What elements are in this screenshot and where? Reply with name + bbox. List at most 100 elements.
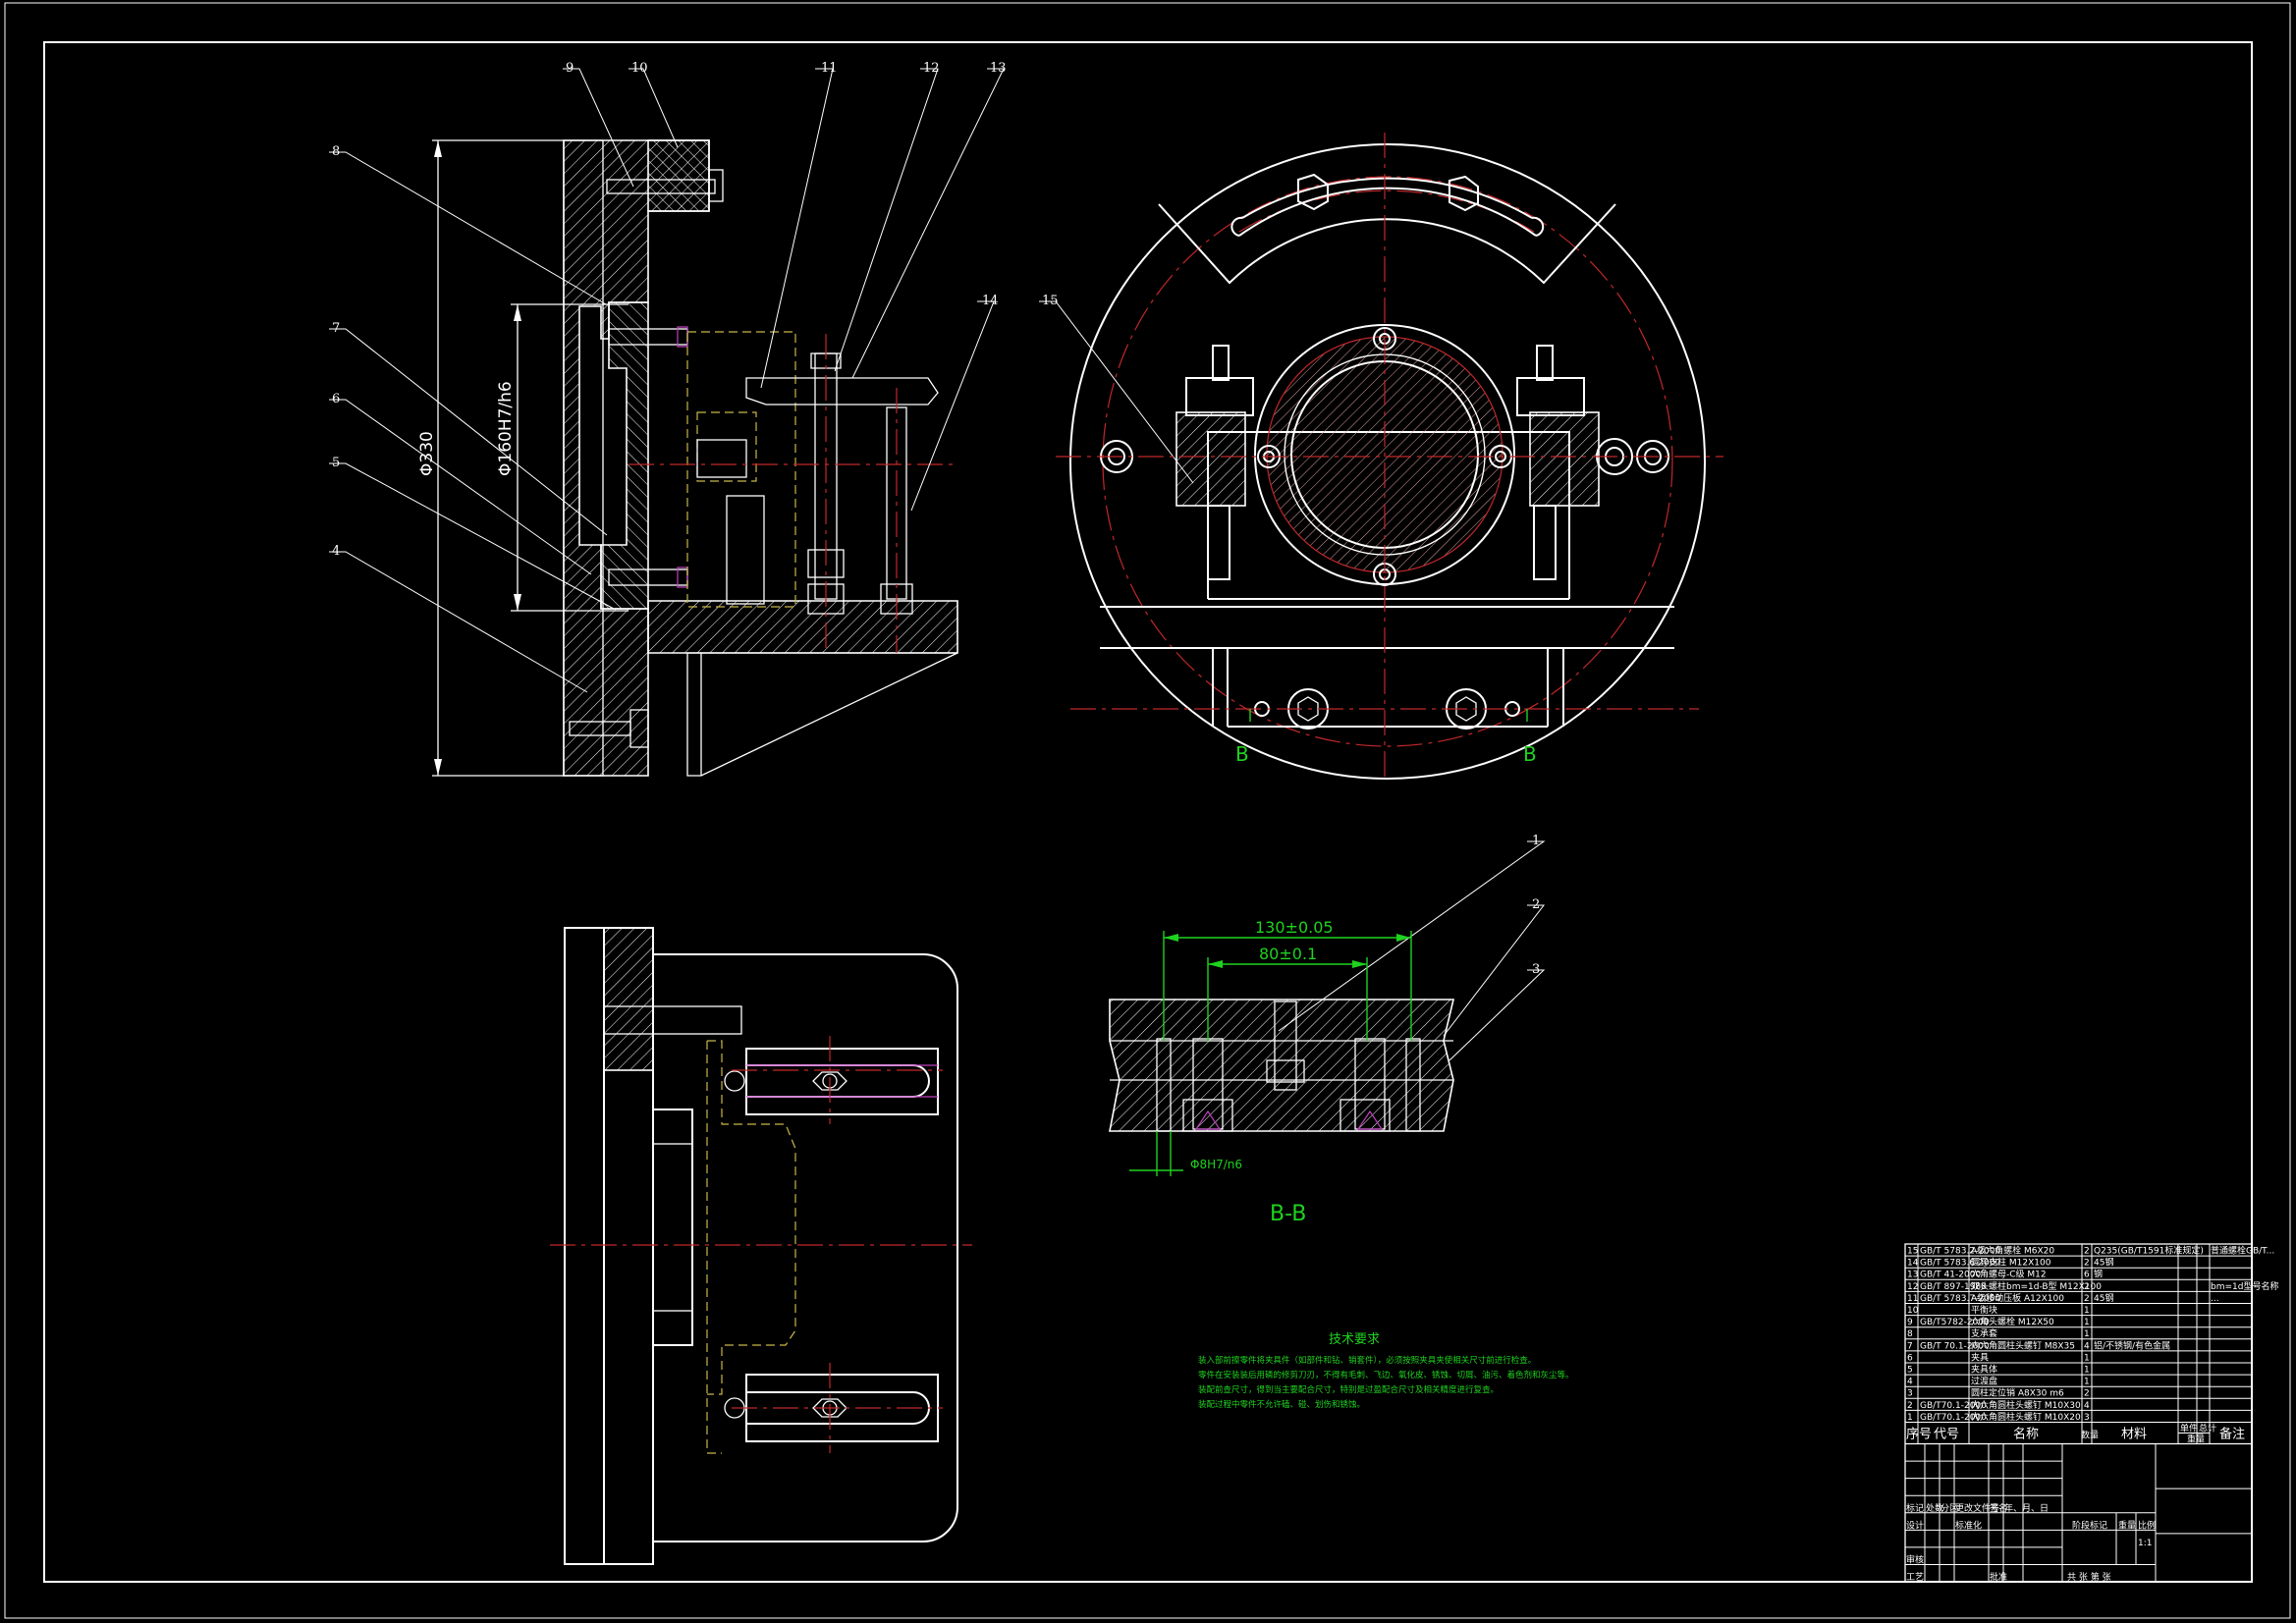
top-view: [550, 927, 972, 1565]
balloon-14: 14: [982, 294, 999, 308]
balloon-5: 5: [332, 456, 340, 470]
bom-row-code: GB/T 70.1-2000: [1920, 1341, 1990, 1351]
bom-row-name: 圆导支柱 M12X100: [1971, 1257, 2051, 1269]
sign-review: 审核: [1906, 1553, 1924, 1565]
bom-row-remark: bm=1d型号名称: [2211, 1280, 2278, 1292]
sign-sheets: 共 张 第 张: [2067, 1571, 2111, 1583]
notes-line-2: 零件在安装装后用磷的修剪刀刃，不得有毛刺、飞边、氧化皮、锈蚀、切屑、油污、着色剂…: [1198, 1370, 1574, 1380]
bom-row-no: 4: [1907, 1378, 1913, 1387]
bom-header-weight: 重量: [2187, 1434, 2205, 1445]
sign-header-5: 年、月、日: [2004, 1502, 2049, 1514]
sign-standard: 标准化: [1955, 1519, 1982, 1531]
bom-row-no: 1: [1907, 1413, 1913, 1423]
bom-row-name: 夹具体: [1971, 1364, 1997, 1376]
sheet-outer-border: [4, 2, 2291, 1619]
bom-row-code: GB/T 5783.6-2000: [1920, 1259, 2000, 1269]
bom-row-material: 45钢: [2094, 1257, 2113, 1269]
balloon-6: 6: [332, 392, 340, 406]
bom-row-no: 14: [1907, 1259, 1919, 1269]
sign-stage: 阶段标记: [2072, 1519, 2107, 1531]
bom-row-no: 10: [1907, 1306, 1919, 1316]
bom-row-qty: 2: [2084, 1259, 2090, 1269]
dim-height: Φ330: [417, 431, 437, 476]
dim-pin: Φ8H7/n6: [1190, 1158, 1242, 1171]
bom-row-qty: 2: [2084, 1389, 2090, 1399]
bom-header-total: 总计: [2199, 1423, 2216, 1434]
bom-row-qty: 1: [2084, 1353, 2090, 1363]
bom-header-unit: 单件: [2180, 1423, 2198, 1434]
bom-row-qty: 2: [2084, 1294, 2090, 1304]
bom-row-no: 2: [1907, 1401, 1913, 1411]
bom-row-qty: 4: [2084, 1341, 2090, 1351]
sign-design: 设计: [1906, 1519, 1924, 1531]
bom-row-code: GB/T70.1-2000: [1920, 1413, 1987, 1423]
bom-row-qty: 1: [2084, 1318, 2090, 1327]
bom-row-qty: 4: [2084, 1401, 2090, 1411]
leader-lines: [329, 68, 1546, 1061]
dim-bore: Φ160H7/h6: [496, 381, 516, 476]
bom-row-name: 过渡盘: [1971, 1376, 1997, 1387]
sign-header-4: 签名: [1990, 1502, 2007, 1514]
bom-row-no: 7: [1907, 1341, 1913, 1351]
balloon-4: 4: [332, 544, 340, 559]
bom-row-code: GB/T 41-2000: [1920, 1271, 1981, 1280]
dim-130: 130±0.05: [1255, 918, 1334, 937]
bom-header-qty: 数量: [2081, 1430, 2099, 1441]
bom-row-no: 15: [1907, 1247, 1918, 1257]
bom-header-material: 材料: [2121, 1428, 2147, 1442]
bom-row-no: 8: [1907, 1329, 1913, 1339]
bom-row-material: 45钢: [2094, 1292, 2113, 1304]
bom-row-no: 9: [1907, 1318, 1913, 1327]
bom-row-name: 平衡块: [1971, 1304, 1997, 1316]
section-title: B-B: [1270, 1202, 1306, 1226]
notes-title: 技术要求: [1329, 1332, 1380, 1347]
bom-row-name: 内六角圆柱头螺钉 M10X20: [1971, 1411, 2081, 1423]
notes-line-1: 装入部前擦零件将夹具件（如部件和钻、销套件），必须按照夹具夹使相关尺寸前进行检查…: [1198, 1355, 1536, 1366]
section-mark-left: B: [1235, 742, 1249, 766]
section-bb: [1109, 931, 1455, 1176]
balloon-7: 7: [332, 321, 340, 336]
bom-row-name: 内六角圆柱头螺钉 M8X35: [1971, 1339, 2075, 1351]
sign-scale: 比例: [2138, 1519, 2156, 1531]
bom-row-name: 双头螺柱bm=1d-B型 M12X100: [1971, 1280, 2102, 1292]
sign-header-1: 处数: [1926, 1502, 1943, 1514]
balloon-15: 15: [1042, 294, 1059, 308]
bom-row-name: 六角头螺栓 M12X50: [1971, 1316, 2054, 1327]
section-mark-right: B: [1523, 742, 1537, 766]
notes-line-3: 装配前查尺寸，得到当主要配合尺寸，特别是过盈配合尺寸及相关精度进行复查。: [1198, 1384, 1499, 1395]
sheet-inner-border: [43, 41, 2253, 1583]
bom-row-qty: 1: [2084, 1378, 2090, 1387]
bom-row-name: 夹具: [1971, 1351, 1989, 1363]
balloon-11: 11: [821, 61, 838, 76]
balloon-9: 9: [566, 61, 574, 76]
bom-row-no: 13: [1907, 1271, 1918, 1280]
bom-row-name: A级移动压板 A12X100: [1971, 1292, 2064, 1304]
balloon-10: 10: [631, 61, 648, 76]
sign-process: 工艺: [1906, 1572, 1924, 1583]
bom-row-qty: 1: [2084, 1366, 2090, 1376]
bom-row-name: 六角螺母-C级 M12: [1971, 1269, 2047, 1280]
bom-row-material: 铝/不锈钢/有色金属: [2094, 1339, 2170, 1351]
balloon-13: 13: [990, 61, 1007, 76]
side-view: [1056, 133, 1723, 781]
bom-row-code: GB/T5782-2000: [1920, 1318, 1990, 1327]
bom-row-name: 支承套: [1971, 1327, 1997, 1339]
bom-row-code: GB/T 897-1988: [1920, 1282, 1987, 1292]
bom-row-code: GB/T70.1-2000: [1920, 1401, 1987, 1411]
notes-line-4: 装配过程中零件不允许磕、碰、划伤和锈蚀。: [1198, 1399, 1365, 1410]
bom-row-remark: ...: [2211, 1294, 2219, 1304]
bom-header-remark: 备注: [2219, 1427, 2245, 1442]
bom-row-qty: 6: [2084, 1271, 2090, 1280]
bom-row-material: Q235(GB/T1591标准规定): [2094, 1245, 2204, 1257]
balloon-8: 8: [332, 144, 340, 159]
sign-scale-value: 1:1: [2138, 1539, 2152, 1548]
dim-80: 80±0.1: [1259, 945, 1317, 963]
sign-weight: 重量: [2118, 1519, 2136, 1531]
bom-row-no: 12: [1907, 1282, 1918, 1292]
bom-row-qty: 2: [2084, 1282, 2090, 1292]
bom-row-qty: 1: [2084, 1329, 2090, 1339]
bom-header-code: 代号: [1934, 1428, 1959, 1442]
bom-row-material: 钢: [2094, 1269, 2103, 1280]
